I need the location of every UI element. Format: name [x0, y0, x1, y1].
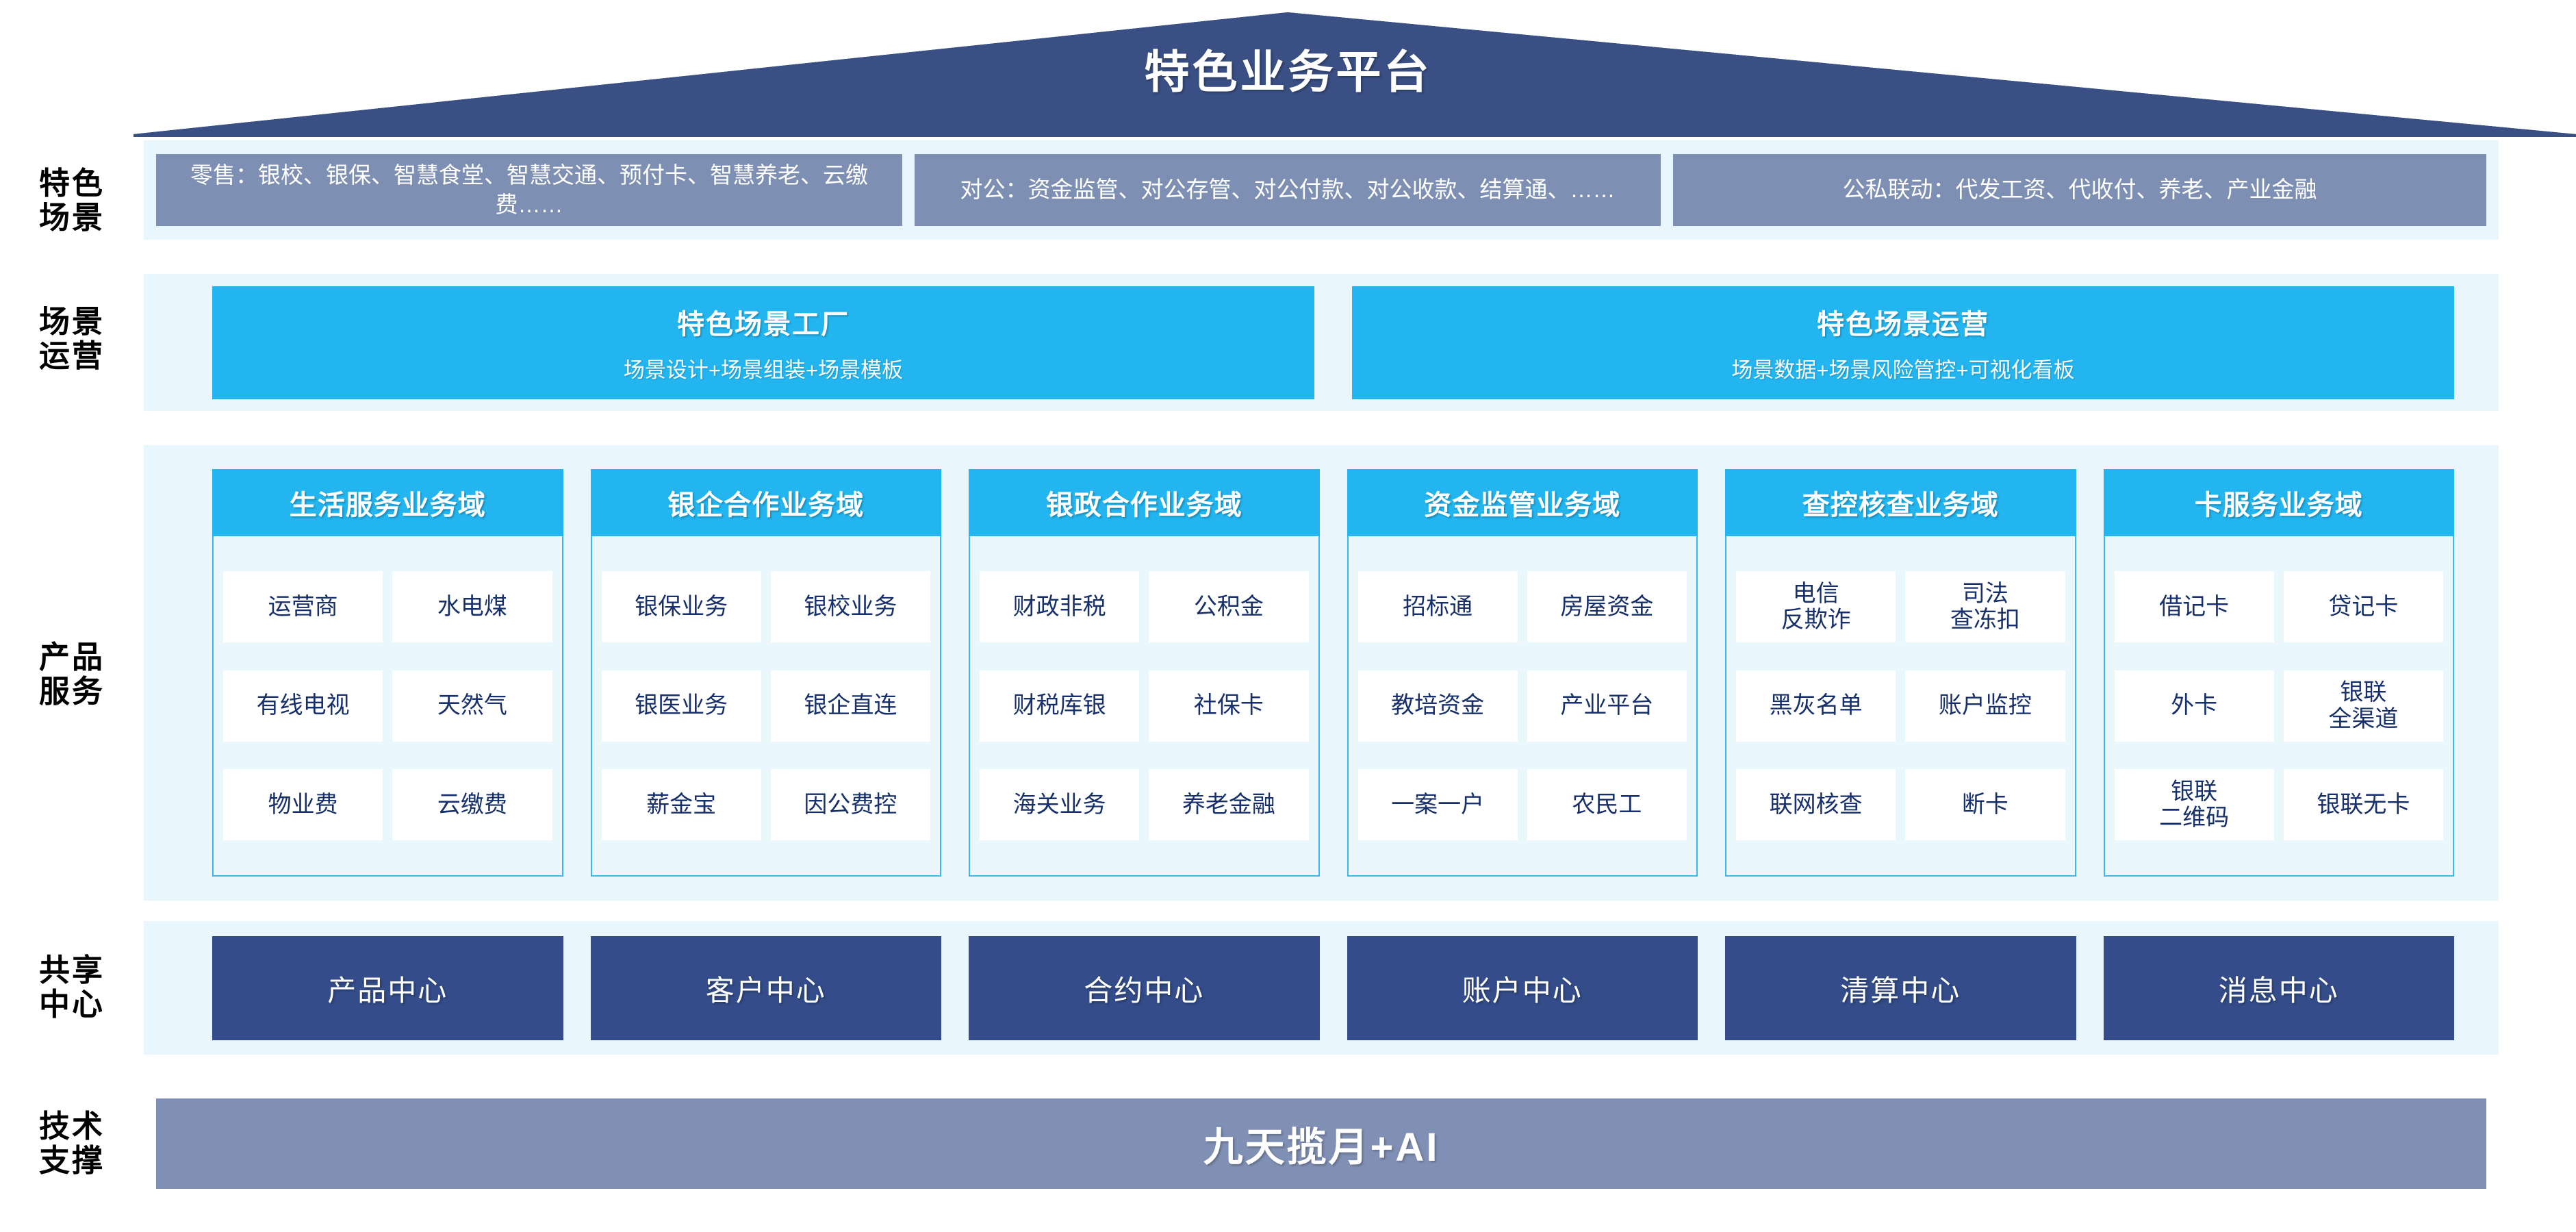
domain-cell[interactable]: 有线电视	[223, 670, 383, 742]
domain-cell-row: 电信 反欺诈 司法 查冻扣	[1736, 570, 2065, 642]
domain-card-fund-supervision[interactable]: 资金监管业务域 招标通 房屋资金 教培资金 产业平台 一案一户 农民工	[1347, 469, 1698, 877]
row-label-shared: 共享 中心	[38, 953, 105, 1022]
domain-body: 招标通 房屋资金 教培资金 产业平台 一案一户 农民工	[1347, 536, 1698, 877]
scene-operation-subtitle: 场景数据+场景风险管控+可视化看板	[1731, 358, 2075, 382]
domain-cell[interactable]: 银联无卡	[2283, 769, 2443, 841]
domain-cell[interactable]: 财政非税	[980, 570, 1140, 642]
domain-cell[interactable]: 黑灰名单	[1736, 670, 1896, 742]
shared-center-account[interactable]: 账户中心	[1347, 936, 1698, 1040]
row-label-tech: 技术 支撑	[38, 1109, 105, 1179]
domain-title: 银企合作业务域	[590, 469, 941, 536]
domain-cell[interactable]: 水电煤	[392, 570, 552, 642]
domain-body: 电信 反欺诈 司法 查冻扣 黑灰名单 账户监控 联网核查 断卡	[1725, 536, 2076, 877]
row-label-operation: 场景 运营	[38, 304, 105, 374]
product-domain-row: 生活服务业务域 运营商 水电煤 有线电视 天然气 物业费 云缴费 银企合作业务域	[212, 469, 2454, 877]
domain-cell[interactable]: 因公费控	[770, 769, 930, 841]
domain-cell[interactable]: 薪金宝	[601, 769, 761, 841]
domain-cell[interactable]: 教培资金	[1357, 670, 1518, 742]
domain-cell[interactable]: 借记卡	[2114, 570, 2274, 642]
domain-cell[interactable]: 断卡	[1905, 769, 2065, 841]
platform-banner: 特色业务平台	[0, 0, 2576, 137]
domain-cell-row: 薪金宝 因公费控	[601, 769, 930, 841]
domain-cell[interactable]: 银保业务	[601, 570, 761, 642]
scenario-linkage-box[interactable]: 公私联动：代发工资、代收付、养老、产业金融	[1673, 154, 2486, 226]
domain-cell-row: 外卡 银联 全渠道	[2114, 670, 2443, 742]
domain-cell-row: 有线电视 天然气	[223, 670, 552, 742]
domain-cell[interactable]: 财税库银	[980, 670, 1140, 742]
shared-center-settlement[interactable]: 清算中心	[1725, 936, 2076, 1040]
domain-card-bank-enterprise[interactable]: 银企合作业务域 银保业务 银校业务 银医业务 银企直连 薪金宝 因公费控	[590, 469, 941, 877]
domain-cell-row: 海关业务 养老金融	[980, 769, 1309, 841]
domain-cell[interactable]: 账户监控	[1905, 670, 2065, 742]
domain-cell[interactable]: 银联 全渠道	[2283, 670, 2443, 742]
shared-center-contract[interactable]: 合约中心	[969, 936, 1320, 1040]
row-label-scenario: 特色 场景	[38, 166, 105, 236]
domain-cell[interactable]: 社保卡	[1149, 670, 1309, 742]
domain-cell-row: 一案一户 农民工	[1357, 769, 1687, 841]
domain-cell[interactable]: 联网核查	[1736, 769, 1896, 841]
domain-cell-row: 联网核查 断卡	[1736, 769, 2065, 841]
domain-cell-row: 银联 二维码 银联无卡	[2114, 769, 2443, 841]
domain-card-card-service[interactable]: 卡服务业务域 借记卡 贷记卡 外卡 银联 全渠道 银联 二维码 银联无卡	[2103, 469, 2454, 877]
domain-body: 银保业务 银校业务 银医业务 银企直连 薪金宝 因公费控	[590, 536, 941, 877]
domain-cell[interactable]: 公积金	[1149, 570, 1309, 642]
scenario-corporate-box[interactable]: 对公：资金监管、对公存管、对公付款、对公收款、结算通、……	[915, 154, 1661, 226]
row-label-product: 产品 服务	[38, 640, 105, 709]
domain-card-investigation-control[interactable]: 查控核查业务域 电信 反欺诈 司法 查冻扣 黑灰名单 账户监控 联网核查 断卡	[1725, 469, 2076, 877]
domain-body: 财政非税 公积金 财税库银 社保卡 海关业务 养老金融	[969, 536, 1320, 877]
domain-cell[interactable]: 银联 二维码	[2114, 769, 2274, 841]
domain-cell[interactable]: 物业费	[223, 769, 383, 841]
domain-title: 查控核查业务域	[1725, 469, 2076, 536]
shared-center-row: 产品中心 客户中心 合约中心 账户中心 清算中心 消息中心	[212, 936, 2454, 1040]
domain-cell[interactable]: 运营商	[223, 570, 383, 642]
domain-title: 卡服务业务域	[2103, 469, 2454, 536]
domain-cell-row: 借记卡 贷记卡	[2114, 570, 2443, 642]
domain-cell[interactable]: 云缴费	[392, 769, 552, 841]
domain-cell[interactable]: 一案一户	[1357, 769, 1518, 841]
domain-cell-row: 运营商 水电煤	[223, 570, 552, 642]
domain-cell[interactable]: 天然气	[392, 670, 552, 742]
domain-title: 银政合作业务域	[969, 469, 1320, 536]
domain-cell-row: 财政非税 公积金	[980, 570, 1309, 642]
domain-cell-row: 招标通 房屋资金	[1357, 570, 1687, 642]
scenario-retail-box[interactable]: 零售：银校、银保、智慧食堂、智慧交通、预付卡、智慧养老、云缴费……	[156, 154, 902, 226]
scene-operation-title: 特色场景运营	[1817, 310, 1989, 340]
domain-cell-row: 银保业务 银校业务	[601, 570, 930, 642]
domain-cell[interactable]: 外卡	[2114, 670, 2274, 742]
scene-factory-title: 特色场景工厂	[677, 310, 850, 340]
domain-cell[interactable]: 房屋资金	[1527, 570, 1687, 642]
domain-cell-row: 银医业务 银企直连	[601, 670, 930, 742]
domain-body: 运营商 水电煤 有线电视 天然气 物业费 云缴费	[212, 536, 563, 877]
domain-title: 生活服务业务域	[212, 469, 563, 536]
scene-factory-subtitle: 场景设计+场景组装+场景模板	[623, 358, 904, 382]
domain-card-life-service[interactable]: 生活服务业务域 运营商 水电煤 有线电视 天然气 物业费 云缴费	[212, 469, 563, 877]
domain-title: 资金监管业务域	[1347, 469, 1698, 536]
domain-cell[interactable]: 电信 反欺诈	[1736, 570, 1896, 642]
domain-card-bank-government[interactable]: 银政合作业务域 财政非税 公积金 财税库银 社保卡 海关业务 养老金融	[969, 469, 1320, 877]
domain-cell[interactable]: 招标通	[1357, 570, 1518, 642]
operation-row: 特色场景工厂 场景设计+场景组装+场景模板 特色场景运营 场景数据+场景风险管控…	[212, 286, 2454, 399]
shared-center-customer[interactable]: 客户中心	[590, 936, 941, 1040]
scene-operation-card[interactable]: 特色场景运营 场景数据+场景风险管控+可视化看板	[1352, 286, 2454, 399]
domain-cell[interactable]: 养老金融	[1149, 769, 1309, 841]
domain-cell[interactable]: 司法 查冻扣	[1905, 570, 2065, 642]
domain-cell-row: 教培资金 产业平台	[1357, 670, 1687, 742]
scenario-row: 零售：银校、银保、智慧食堂、智慧交通、预付卡、智慧养老、云缴费…… 对公：资金监…	[156, 154, 2486, 226]
scene-factory-card[interactable]: 特色场景工厂 场景设计+场景组装+场景模板	[212, 286, 1314, 399]
domain-cell-row: 财税库银 社保卡	[980, 670, 1309, 742]
domain-cell[interactable]: 银企直连	[770, 670, 930, 742]
domain-cell[interactable]: 银校业务	[770, 570, 930, 642]
domain-cell[interactable]: 银医业务	[601, 670, 761, 742]
page-title: 特色业务平台	[1144, 47, 1432, 97]
domain-body: 借记卡 贷记卡 外卡 银联 全渠道 银联 二维码 银联无卡	[2103, 536, 2454, 877]
domain-cell[interactable]: 贷记卡	[2283, 570, 2443, 642]
shared-center-product[interactable]: 产品中心	[212, 936, 563, 1040]
tech-support-bar[interactable]: 九天揽月+AI	[156, 1098, 2486, 1189]
domain-cell-row: 物业费 云缴费	[223, 769, 552, 841]
shared-center-message[interactable]: 消息中心	[2103, 936, 2454, 1040]
domain-cell[interactable]: 农民工	[1527, 769, 1687, 841]
domain-cell-row: 黑灰名单 账户监控	[1736, 670, 2065, 742]
domain-cell[interactable]: 产业平台	[1527, 670, 1687, 742]
domain-cell[interactable]: 海关业务	[980, 769, 1140, 841]
